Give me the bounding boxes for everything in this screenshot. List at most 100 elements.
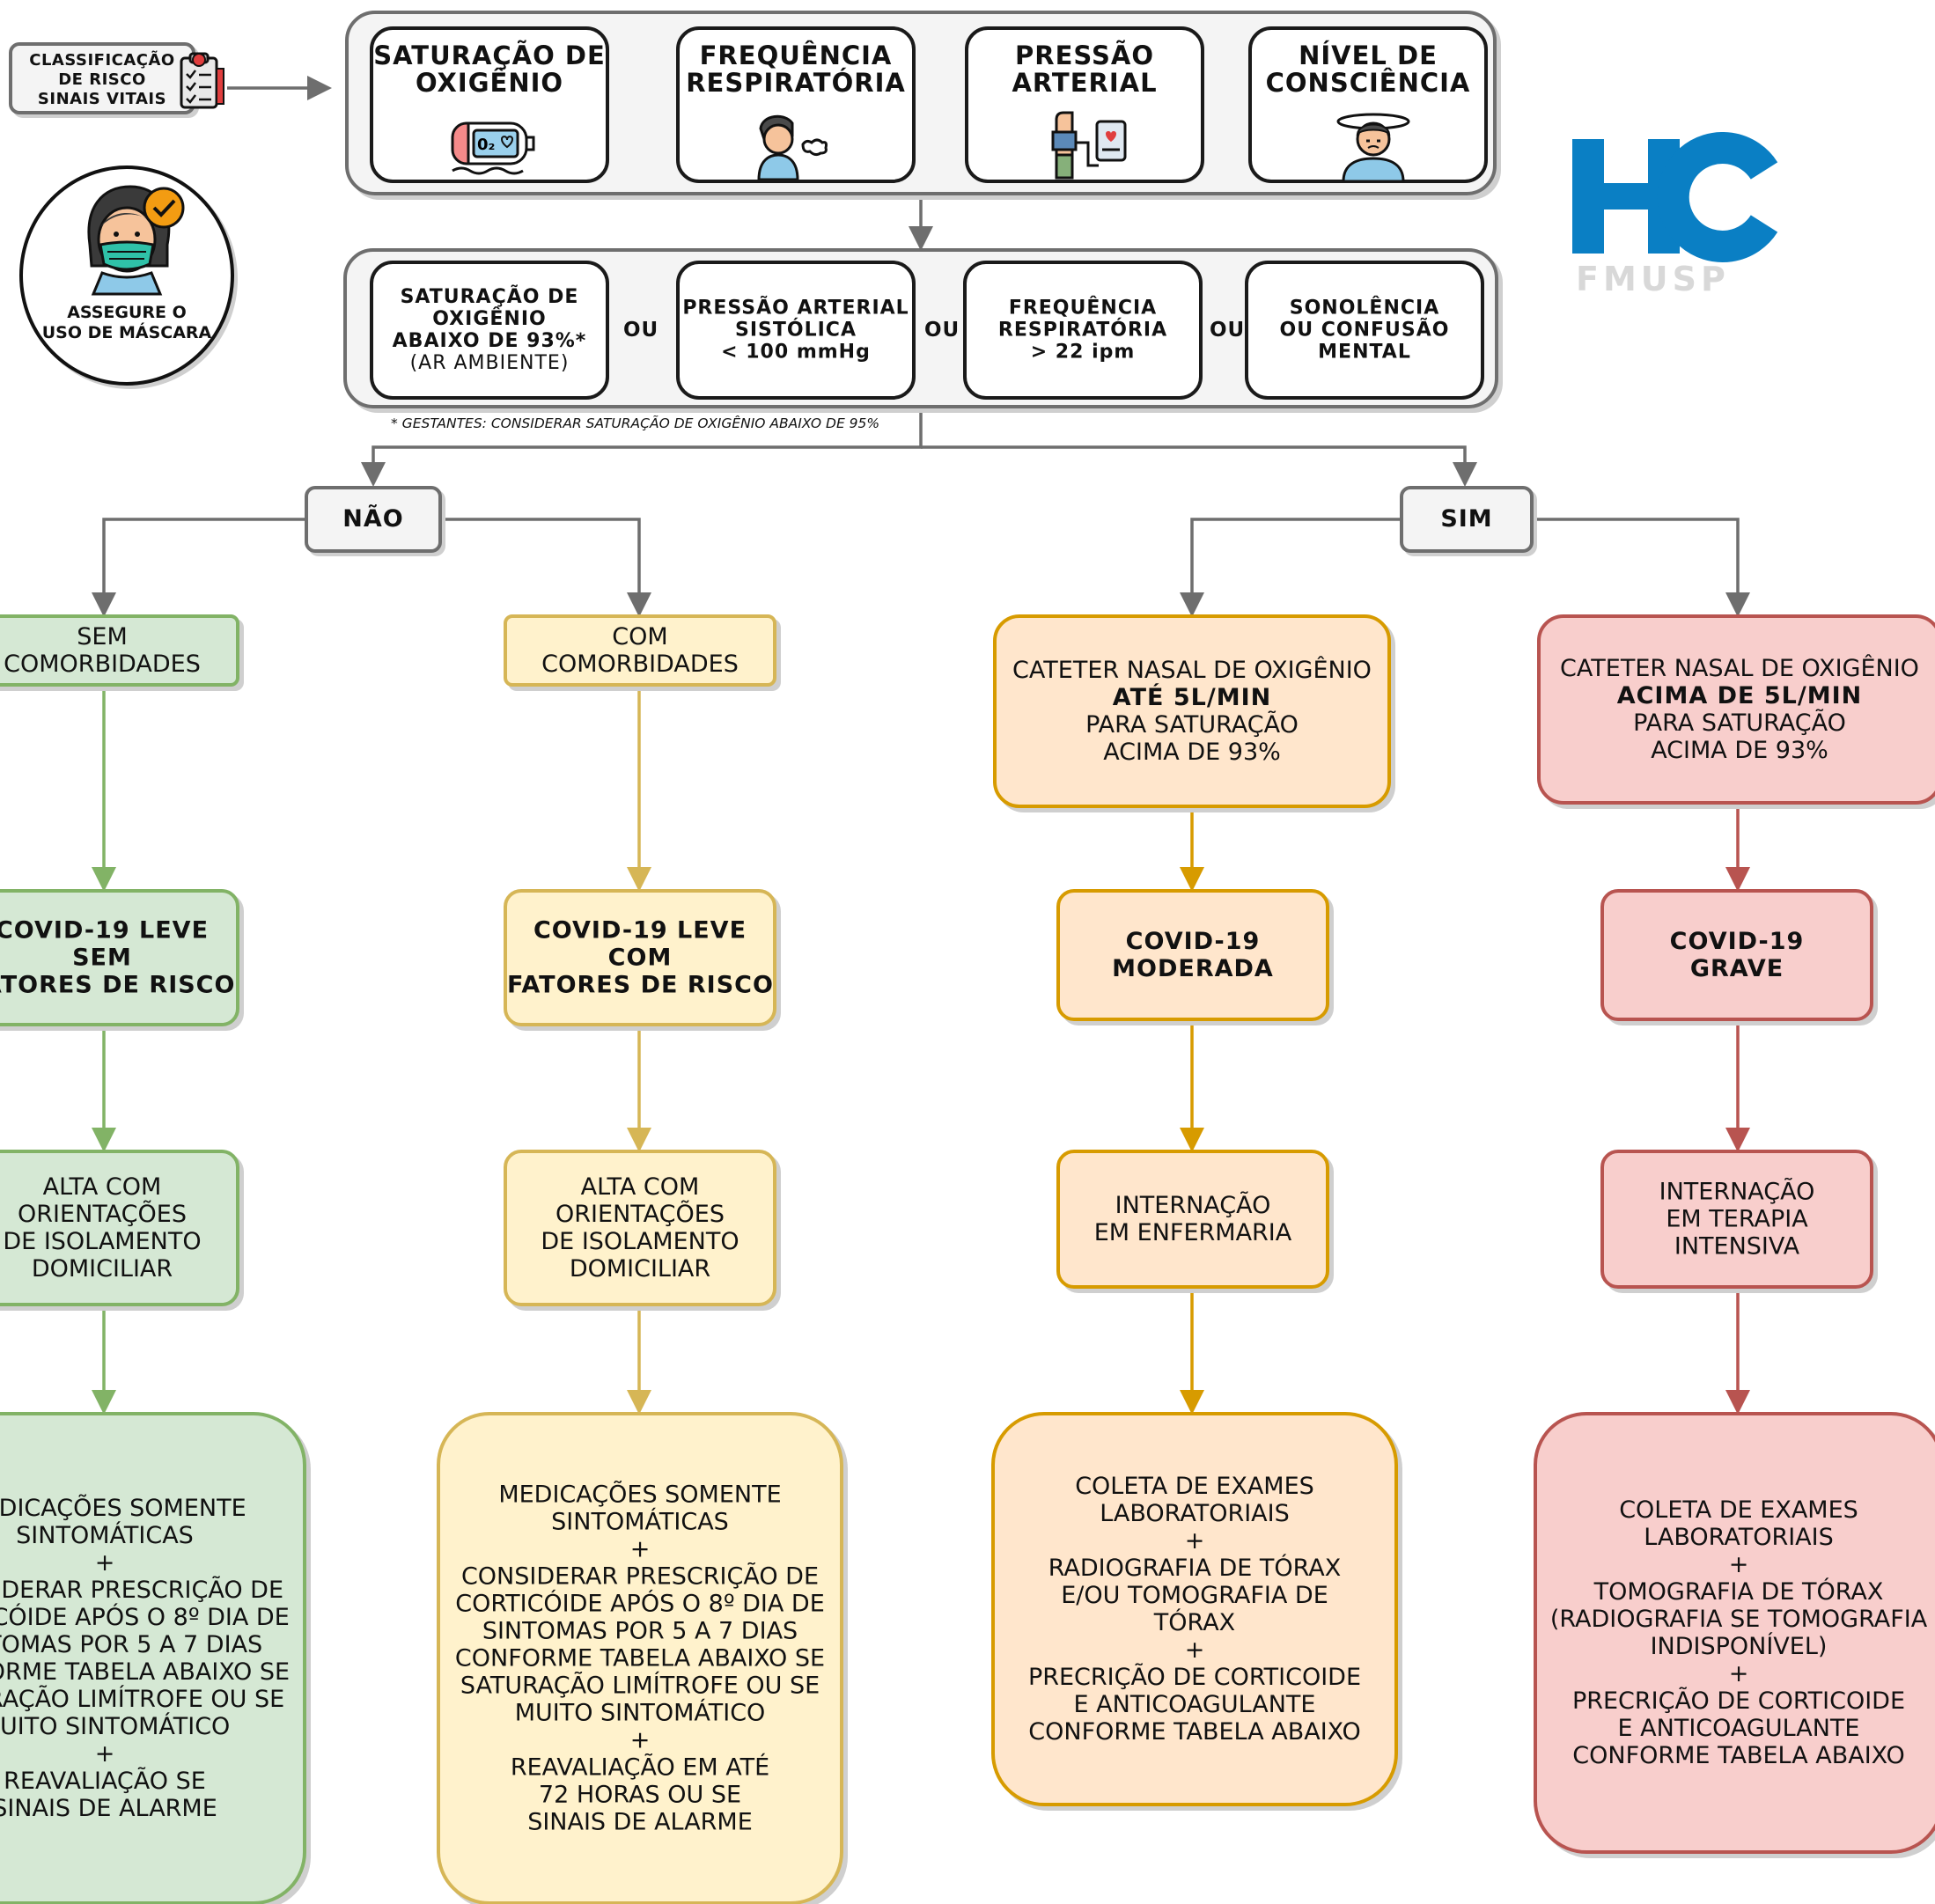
criterion-consc-line-2: OU CONFUSÃO <box>1279 319 1450 342</box>
treat-sev-line-10: CONFORME TABELA ABAIXO <box>1572 1742 1905 1769</box>
sev-head-line-1: CATETER NASAL DE OXIGÊNIO <box>1560 655 1919 682</box>
treat-sev-line-6: INDISPONÍVEL) <box>1650 1633 1828 1660</box>
treat-nc-line-5: CORTICÓIDE APÓS O 8º DIA DE <box>0 1604 290 1631</box>
vital-consc-line-2: CONSCIÊNCIA <box>1265 68 1471 98</box>
discharge-c-line-4: DOMICILIAR <box>569 1255 711 1283</box>
treat-nc-line-10: + <box>94 1740 115 1768</box>
discharge-nc-line-4: DOMICILIAR <box>31 1255 173 1283</box>
treat-nc-line-6: SINTOMAS POR 5 A 7 DIAS <box>0 1631 263 1658</box>
criterion-bp-line-2: SISTÓLICA <box>735 319 857 342</box>
severe-line-2: GRAVE <box>1689 955 1784 982</box>
criterion-oxygen-note: (AR AMBIENTE) <box>409 352 570 374</box>
classification-tag: CLASSIFICAÇÃO DE RISCO SINAIS VITAIS <box>9 42 195 114</box>
mild-no-risk-line-1: COVID-19 LEVE <box>0 916 210 945</box>
criteria-panel: SATURAÇÃO DE OXIGÊNIO ABAIXO DE 93%* (AR… <box>343 248 1498 408</box>
treat-sev-line-1: COLETA DE EXAMES <box>1619 1496 1858 1524</box>
sev-head-line-3: PARA SATURAÇÃO <box>1633 709 1846 737</box>
treat-c-line-8: SATURAÇÃO LIMÍTROFE OU SE <box>460 1672 820 1700</box>
branch-no-label: NÃO <box>342 505 404 533</box>
discharge-comorb-box: ALTA COM ORIENTAÇÕES DE ISOLAMENTO DOMIC… <box>504 1150 776 1306</box>
mod-head-line-1: CATETER NASAL DE OXIGÊNIO <box>1012 657 1372 684</box>
criterion-consc-line-1: SONOLÊNCIA <box>1289 297 1440 320</box>
treat-c-line-11: REAVALIAÇÃO EM ATÉ <box>510 1753 770 1782</box>
comorb-line-1: COM <box>612 623 668 651</box>
vital-consciousness: NÍVEL DE CONSCIÊNCIA <box>1248 26 1488 183</box>
treat-c-line-1: MEDICAÇÕES SOMENTE <box>498 1481 782 1509</box>
criterion-bp-line-3: < 100 mmHg <box>721 341 871 364</box>
criterion-blood-pressure: PRESSÃO ARTERIAL SISTÓLICA < 100 mmHg <box>676 261 916 400</box>
discharge-nc-line-2: ORIENTAÇÕES <box>18 1201 187 1228</box>
treat-sev-line-2: LABORATORIAIS <box>1644 1524 1834 1551</box>
criterion-resp-line-2: RESPIRATÓRIA <box>997 319 1168 342</box>
icu-line-1: INTERNAÇÃO <box>1659 1178 1815 1206</box>
moderate-line-2: MODERADA <box>1112 955 1274 982</box>
discharge-nc-line-1: ALTA COM <box>42 1173 162 1201</box>
sev-head-line-2: ACIMA DE 5L/MIN <box>1616 682 1863 709</box>
vital-resp-line-2: RESPIRATÓRIA <box>686 68 906 98</box>
comorb-line-2: COMORBIDADES <box>541 651 739 678</box>
severe-line-1: COVID-19 <box>1669 928 1805 955</box>
discharge-nc-line-3: DE ISOLAMENTO <box>3 1228 202 1255</box>
oximeter-battery-icon: 0₂ <box>451 121 535 175</box>
comorbidities-box: COM COMORBIDADES <box>504 614 776 687</box>
mask-notice-line-2: USO DE MÁSCARA <box>41 323 212 342</box>
criterion-oxygen-line-1: SATURAÇÃO DE <box>400 286 579 308</box>
treat-c-line-7: CONFORME TABELA ABAIXO SE <box>454 1644 826 1672</box>
mild-no-risk-line-3: FATORES DE RISCO <box>0 971 236 999</box>
discharge-c-line-2: ORIENTAÇÕES <box>555 1201 725 1228</box>
treat-nc-line-7: CONFORME TABELA ABAIXO SE <box>0 1658 291 1686</box>
discharge-c-line-1: ALTA COM <box>580 1173 700 1201</box>
treat-mod-line-4: RADIOGRAFIA DE TÓRAX <box>1048 1555 1342 1582</box>
treat-mod-line-7: + <box>1184 1636 1205 1664</box>
ward-admission-box: INTERNAÇÃO EM ENFERMARIA <box>1056 1150 1329 1289</box>
icu-admission-box: INTERNAÇÃO EM TERAPIA INTENSIVA <box>1600 1150 1873 1289</box>
branch-yes-label: SIM <box>1440 505 1493 533</box>
treat-mod-line-3: + <box>1184 1527 1205 1555</box>
mild-no-risk-box: COVID-19 LEVE SEM FATORES DE RISCO <box>0 889 239 1026</box>
treat-nc-line-12: SINAIS DE ALARME <box>0 1795 217 1822</box>
treat-c-line-10: + <box>629 1726 651 1754</box>
treat-sev-line-3: + <box>1728 1551 1749 1578</box>
ward-line-2: EM ENFERMARIA <box>1093 1219 1292 1246</box>
moderate-covid-box: COVID-19 MODERADA <box>1056 889 1329 1021</box>
treat-c-line-9: MUITO SINTOMÁTICO <box>514 1699 766 1727</box>
icu-line-2: EM TERAPIA <box>1666 1205 1808 1233</box>
vital-consc-line-1: NÍVEL DE <box>1299 40 1438 70</box>
mask-notice: ASSEGURE O USO DE MÁSCARA <box>19 165 234 386</box>
treat-mod-line-6: TÓRAX <box>1153 1609 1236 1636</box>
vital-respiratory-rate: FREQUÊNCIA RESPIRATÓRIA <box>676 26 916 183</box>
treat-mod-line-9: E ANTICOAGULANTE <box>1073 1691 1316 1718</box>
criterion-respiratory-rate: FREQUÊNCIA RESPIRATÓRIA > 22 ipm <box>963 261 1203 400</box>
mild-with-risk-box: COVID-19 LEVE COM FATORES DE RISCO <box>504 889 776 1026</box>
treat-mod-line-8: PRECRIÇÃO DE CORTICOIDE <box>1027 1664 1362 1691</box>
vital-bp-line-1: PRESSÃO <box>1015 40 1154 70</box>
logo-subtitle: FMUSP <box>1576 260 1730 298</box>
severe-covid-box: COVID-19 GRAVE <box>1600 889 1873 1021</box>
treatment-no-comorb-box: MEDICAÇÕES SOMENTE SINTOMÁTICAS + CONSID… <box>0 1412 306 1904</box>
treat-sev-line-7: + <box>1728 1660 1749 1687</box>
footnote: * GESTANTES: CONSIDERAR SATURAÇÃO DE OXI… <box>391 415 880 431</box>
treat-c-line-2: SINTOMÁTICAS <box>551 1508 729 1536</box>
mild-risk-line-2: COM <box>607 944 673 972</box>
svg-text:0₂: 0₂ <box>477 136 495 154</box>
treat-c-line-6: SINTOMAS POR 5 A 7 DIAS <box>482 1617 798 1645</box>
blood-pressure-monitor-icon <box>1051 111 1127 180</box>
oxygen-up-to-5l-box: CATETER NASAL DE OXIGÊNIO ATÉ 5L/MIN PAR… <box>993 614 1391 808</box>
or-connector: OU <box>924 319 960 342</box>
vital-signs-panel: SATURAÇÃO DE OXIGÊNIO 0₂ FREQUÊNCIA RESP… <box>345 11 1497 195</box>
classification-line-1: CLASSIFICAÇÃO <box>29 51 175 70</box>
ward-line-1: INTERNAÇÃO <box>1115 1192 1271 1219</box>
no-comorb-line-1: SEM <box>77 623 128 651</box>
criterion-resp-line-3: > 22 ipm <box>1030 341 1136 364</box>
vital-bp-line-2: ARTERIAL <box>1012 68 1158 98</box>
criterion-consciousness: SONOLÊNCIA OU CONFUSÃO MENTAL <box>1245 261 1484 400</box>
oxygen-above-5l-box: CATETER NASAL DE OXIGÊNIO ACIMA DE 5L/MI… <box>1537 614 1935 805</box>
dizzy-person-icon <box>1336 113 1410 181</box>
moderate-line-1: COVID-19 <box>1125 928 1261 955</box>
vital-oxygen-line-2: OXIGÊNIO <box>415 68 564 98</box>
mild-no-risk-line-2: SEM <box>72 944 132 972</box>
branch-no-tag: NÃO <box>305 486 442 553</box>
mod-head-line-4: ACIMA DE 93% <box>1103 739 1281 766</box>
